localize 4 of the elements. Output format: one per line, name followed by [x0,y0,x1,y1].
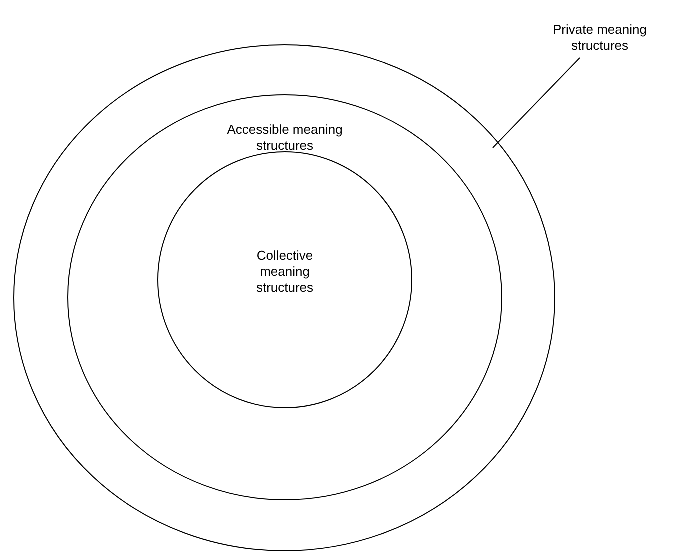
leader-line [492,58,580,148]
callout-label: Private meaning structures [552,22,648,54]
circle-label: Accessible meaning structures [226,122,344,154]
circle-label: Collective meaning structures [255,248,315,296]
